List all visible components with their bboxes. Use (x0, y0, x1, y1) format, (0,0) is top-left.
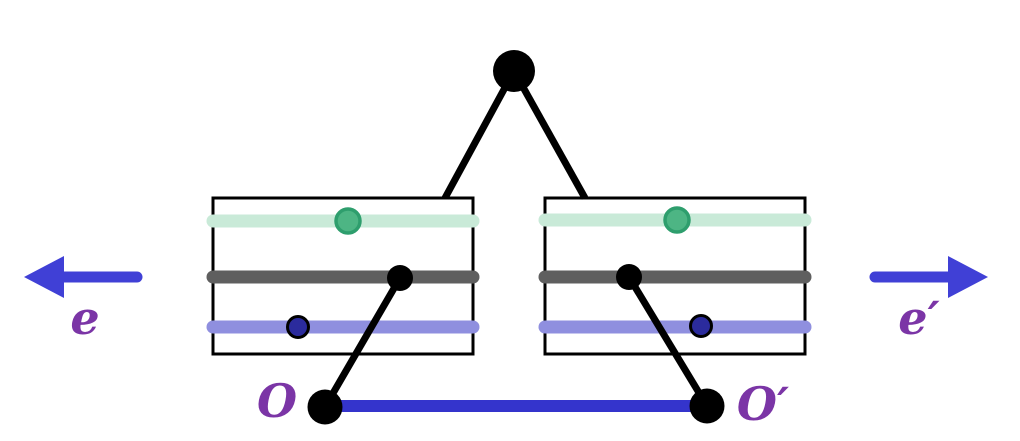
edge-top-to-right-block (510, 69, 589, 200)
edge-right-black-dot-to-o-prime (626, 275, 710, 408)
left-green-dot (334, 207, 362, 235)
matching-edges (321, 264, 710, 409)
right-arrow: e′ (869, 256, 988, 345)
left-black-dot (387, 265, 413, 291)
label-o: O (257, 374, 297, 428)
right-arrow-head (948, 256, 988, 298)
top-vertex-group (441, 50, 589, 200)
right-black-dot (616, 264, 642, 290)
label-e: e (70, 291, 99, 345)
edge-top-to-left-block (441, 69, 518, 200)
left-navy-dot (286, 315, 310, 339)
label-e-prime: e′ (898, 291, 939, 345)
left-arrow: e (24, 256, 143, 345)
right-block (538, 196, 812, 356)
origin-dot-o (307, 389, 343, 425)
right-navy-dot (689, 314, 713, 338)
top-vertex-dot (493, 50, 535, 92)
origin-dot-o-prime (689, 388, 725, 424)
right-green-dot (663, 206, 691, 234)
label-o-prime: O′ (737, 377, 789, 431)
origin-group: O O′ (257, 374, 789, 431)
edge-left-black-dot-to-o (321, 276, 404, 409)
left-block (206, 196, 480, 356)
left-arrow-head (24, 256, 64, 298)
